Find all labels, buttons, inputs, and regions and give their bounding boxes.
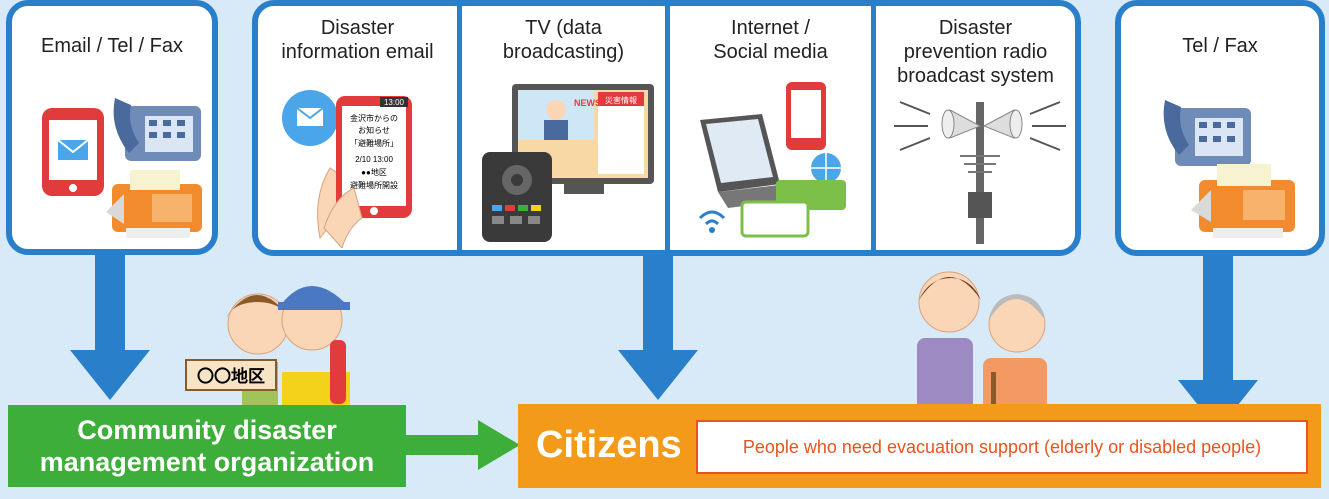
community-volunteers-illustration: 〇〇地区 <box>185 286 350 410</box>
caregiver-elderly-illustration <box>917 271 1047 410</box>
phone-line-4: 2/10 13:00 <box>355 155 393 164</box>
arrow-green-to-citizens <box>404 420 520 470</box>
divider-3 <box>871 0 876 252</box>
label-internet: Internet / Social media <box>713 17 828 63</box>
evacuation-support-note: People who need evacuation support (elde… <box>696 420 1308 474</box>
loudspeaker-tower-illustration <box>894 101 1066 244</box>
laptop-social-illustration <box>698 82 846 238</box>
phone-line-2: お知らせ <box>358 125 390 135</box>
tv-remote-illustration: NEWS 災害情報 <box>482 84 654 242</box>
phone-message-illustration: 13:00 金沢市からの お知らせ 「避難場所」 2/10 13:00 ●●地区… <box>282 90 412 248</box>
org-line-1: Community disaster <box>77 415 337 445</box>
divider-1 <box>457 0 462 252</box>
citizens-label: Citizens <box>536 424 682 466</box>
label-disaster-email: Disaster information email <box>281 17 434 63</box>
label-email-tel-fax: Email / Tel / Fax <box>41 35 183 57</box>
fax-machine-icon <box>1191 164 1295 238</box>
desk-phone-icon <box>1163 100 1251 166</box>
arrow-left <box>70 250 150 400</box>
smartphone-email-icon <box>42 108 104 196</box>
card-email-tel-fax: Email / Tel / Fax <box>6 0 218 255</box>
org-line-2: management organization <box>39 447 375 477</box>
phone-line-3: 「避難場所」 <box>350 138 398 148</box>
desk-phone-icon <box>113 98 201 161</box>
card-disaster-email: Disaster information email 13:00 金沢市からの … <box>258 0 457 250</box>
citizens-box: Citizens People who need evacuation supp… <box>518 404 1321 488</box>
card-internet: Internet / Social media <box>670 0 871 250</box>
label-tel-fax: Tel / Fax <box>1182 35 1258 57</box>
card-tv: TV (data broadcasting) NEWS 災害情報 <box>462 0 665 250</box>
community-organization-box: Community disaster management organizati… <box>8 405 406 487</box>
phone-line-5: ●●地区 <box>361 167 387 177</box>
label-radio: Disaster prevention radio broadcast syst… <box>897 17 1054 87</box>
phone-line-6: 避難場所開設 <box>350 180 398 190</box>
divider-2 <box>665 0 670 252</box>
phone-line-1: 金沢市からの <box>350 113 398 123</box>
tv-news: NEWS <box>574 98 601 108</box>
card-tel-fax: Tel / Fax <box>1115 0 1325 256</box>
phone-time: 13:00 <box>384 98 405 107</box>
district-sign-text: 〇〇地区 <box>197 366 265 386</box>
label-tv: TV (data broadcasting) <box>502 17 625 63</box>
fax-machine-icon <box>106 170 202 238</box>
card-radio: Disaster prevention radio broadcast syst… <box>876 0 1075 250</box>
arrow-center <box>618 250 698 400</box>
tv-panel-title: 災害情報 <box>605 95 637 105</box>
